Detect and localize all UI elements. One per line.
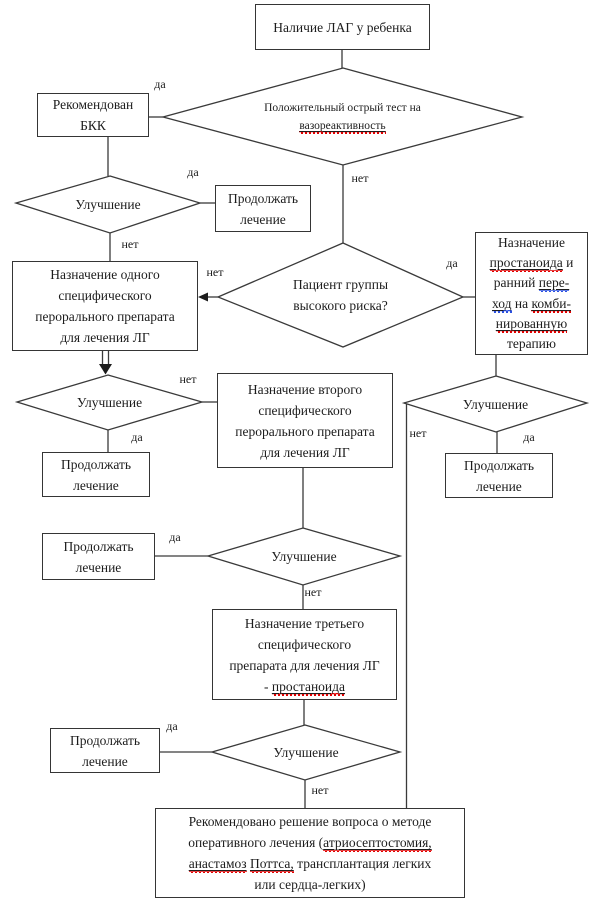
edge-label-da-improvementright: да: [523, 430, 535, 444]
edge-label-da-highrisk: да: [446, 256, 458, 270]
decision-improvement-4: Улучшение: [212, 725, 400, 780]
decision-improvement-2: Улучшение: [17, 375, 202, 430]
node-presence-lag: Наличие ЛАГ у ребенка: [255, 4, 430, 50]
edge-label-net-test: нет: [351, 171, 369, 185]
decision-improvement1-shape: [13, 175, 203, 234]
edge-label-net-improvement3: нет: [304, 585, 322, 599]
misspelled-word: комби-: [531, 295, 571, 311]
connector-improvementright-no-long: [404, 402, 408, 808]
misspelled-word: простаноида: [271, 678, 346, 694]
edge-label-net-improvement1: нет: [121, 237, 139, 251]
decision-improvement2-shape: [14, 374, 205, 431]
misspelled-word: ход: [492, 295, 512, 311]
decision-vasoreactivity-shape: [160, 67, 525, 166]
edge-label-da-improvement1: да: [187, 165, 199, 179]
decision-improvement-1-label: Улучшение: [75, 197, 141, 212]
decision-improvement-3: Улучшение: [208, 528, 400, 585]
edge-label-net-improvement4: нет: [311, 783, 329, 797]
decision-improvement4-shape: [209, 724, 403, 781]
misspelled-word: простаноида: [489, 255, 563, 271]
misspelled-word: Поттса,: [249, 856, 294, 871]
edge-label-net-highrisk: нет: [206, 265, 224, 279]
decision-improvement-4-label: Улучшение: [273, 745, 339, 760]
decision-improvement3-shape: [205, 527, 403, 586]
misspelled-word: нированную: [495, 315, 568, 331]
decision-improvement-1: Улучшение: [16, 176, 200, 233]
arrowhead-into-firstdrug: [198, 292, 208, 302]
misspelled-word: атриосептостомия,: [323, 835, 432, 850]
edge-label-da-improvement4: да: [166, 719, 178, 733]
decision-highrisk-shape: [216, 242, 465, 348]
edge-label-net-improvementright: нет: [409, 426, 427, 440]
decision-improvementright-shape: [401, 375, 590, 433]
arrowhead-into-improvement2: [99, 364, 112, 375]
edge-label-da-improvement2: да: [131, 430, 143, 444]
decision-improvement-3-label: Улучшение: [271, 549, 337, 564]
edge-label-net-improvement2: нет: [179, 372, 197, 386]
decision-improvement-right-label: Улучшение: [462, 396, 529, 412]
decision-improvement-right: Улучшение: [404, 376, 587, 432]
misspelled-word: вазореактивность: [299, 119, 386, 132]
edge-label-da-bkk: да: [154, 77, 166, 91]
decision-improvement-2-label: Улучшение: [76, 395, 143, 410]
misspelled-word: пере-: [538, 275, 570, 291]
node-presence-lag-label: Наличие ЛАГ у ребенка: [273, 19, 412, 35]
edge-label-da-improvement3: да: [169, 530, 181, 544]
misspelled-word: анастамоз: [188, 856, 247, 871]
